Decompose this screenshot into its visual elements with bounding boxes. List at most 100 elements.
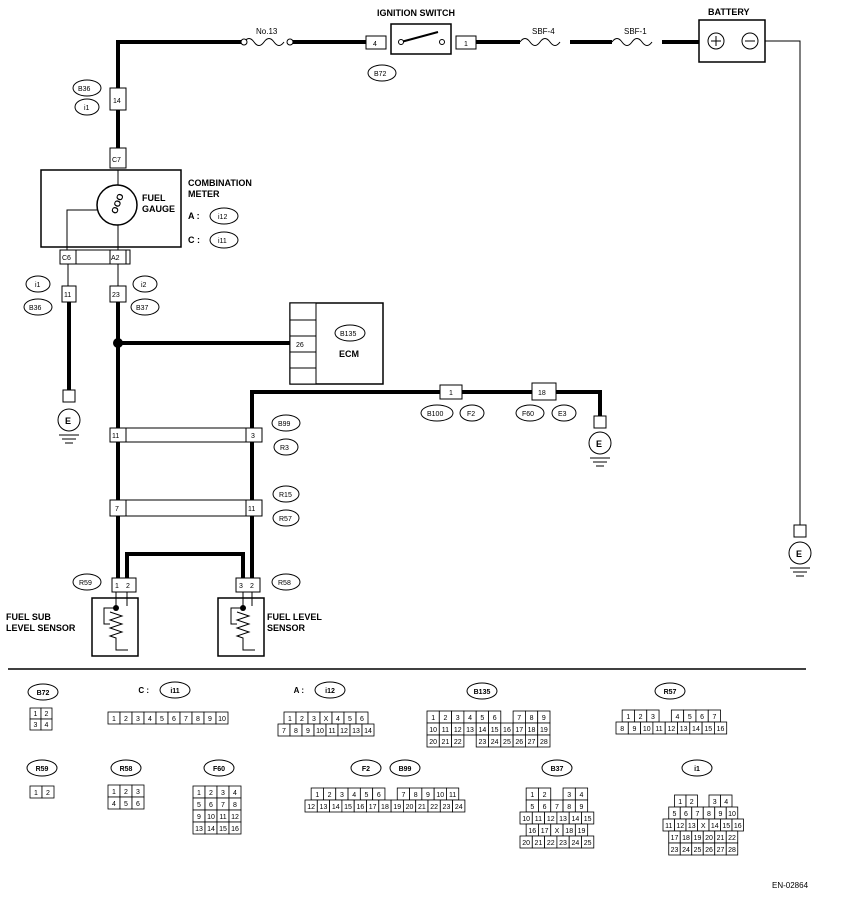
b37-badge: [130, 298, 160, 316]
i12-face-pin: 5: [348, 716, 352, 723]
b36-badge-mid-label: B36: [29, 305, 42, 312]
i12-face-badge: [314, 681, 346, 699]
b37-face-pin: 25: [584, 840, 592, 847]
b135-face-pin: 19: [540, 727, 548, 734]
f60-face-pin: 5: [197, 802, 201, 809]
i1-face-pin: 1: [678, 799, 682, 806]
f2b99-face-pin: 1: [315, 792, 319, 799]
r59-face-pin: 2: [46, 790, 50, 797]
f60-face-pin: 1: [197, 790, 201, 797]
f2b99-face-pin: 6: [377, 792, 381, 799]
e3-ground-terminal: [593, 415, 607, 429]
ignition-switch-label: IGNITION SWITCH: [377, 8, 455, 18]
b135-face-pin: 21: [442, 739, 450, 746]
i1-face-pin: 7: [696, 811, 700, 818]
b99-r3-strip: [109, 427, 263, 443]
i1-face-pin: 17: [671, 835, 679, 842]
battery-ground-wire: [765, 40, 801, 525]
i1-face-pin: 13: [688, 823, 696, 830]
i1-face-pin: 27: [717, 847, 725, 854]
b37-face-pin: 23: [559, 840, 567, 847]
f2b99-face-pin: 20: [406, 804, 414, 811]
sbf4-fuse-symbol: [519, 38, 561, 46]
i1-face-pin: 25: [694, 847, 702, 854]
i11-face-pin: 5: [160, 716, 164, 723]
r58-badge: [271, 573, 301, 591]
f2b99-face-pin: 5: [365, 792, 369, 799]
b36-badge-top: [72, 79, 102, 97]
b37-face-badge: [541, 759, 573, 777]
i12-badge-label: i12: [218, 214, 227, 221]
i1-face-pin: X: [701, 823, 706, 830]
b135-face-pin: 4: [468, 715, 472, 722]
i12-face-pin: 7: [282, 728, 286, 735]
f60-face-cell: [228, 821, 242, 835]
i1-face-badge-label: i1: [694, 766, 700, 773]
i12-face-pin: 8: [294, 728, 298, 735]
b135-face-pin: 2: [443, 715, 447, 722]
r59-face-cell: [41, 785, 55, 799]
f60-face-pin: 15: [219, 826, 227, 833]
meter-feed-group: 14 B36 i1 C7 COMBINATION METER OOO FUEL …: [23, 79, 290, 444]
b37-face-pin: 13: [559, 816, 567, 823]
sub-sensor-connector: [111, 577, 137, 593]
battery-label: BATTERY: [708, 7, 750, 17]
sub-sensor-wiper: [103, 607, 116, 625]
b37-face-pin: 6: [543, 804, 547, 811]
b37-face-pin: 2: [543, 792, 547, 799]
gauge-left-lead: [66, 209, 98, 250]
b72-face-badge-label: B72: [37, 690, 50, 697]
i2-badge: [132, 275, 158, 293]
pin11a-label: 11: [64, 292, 71, 299]
r15-r57-connector: 7 11 R15 R57: [109, 485, 300, 527]
i11-face-badge: [159, 681, 191, 699]
b37-badge-label: B37: [136, 305, 149, 312]
i1-face-pin: 8: [707, 811, 711, 818]
c7-box: [109, 147, 127, 169]
b37-face-pin: 3: [567, 792, 571, 799]
b135-face-badge-label: B135: [474, 689, 491, 696]
ecm-connector-strip: [289, 302, 317, 385]
level-sensor-resistor: [235, 592, 255, 651]
f2b99-face-pin: 11: [449, 792, 456, 799]
b135-face-pin: 18: [528, 727, 536, 734]
i12-face-pin: 1: [288, 716, 292, 723]
ign-pin4-label: 4: [373, 41, 377, 48]
f2b99-face-pin: 7: [401, 792, 405, 799]
combo-meter-label-1: COMBINATION: [188, 178, 252, 188]
i11-face-pin: 6: [172, 716, 176, 723]
r3-badge: [273, 438, 299, 456]
f2b99-second-face-badge-label: B99: [399, 766, 412, 773]
r58-face-badge-label: R58: [120, 766, 133, 773]
i1-face-pin: 19: [694, 835, 702, 842]
f60-face-pin: 10: [207, 814, 215, 821]
b37-face-pin: 22: [547, 840, 555, 847]
i12-badge: [209, 207, 239, 225]
f60-face-pin: 12: [231, 814, 239, 821]
meter-ground-symbol: [57, 408, 81, 432]
f2b99-face-pin: 9: [426, 792, 430, 799]
i12-face-pin: 2: [300, 716, 304, 723]
power-wire-group: No.13 4 IGNITION SWITCH 1 B72 SBF-4 SBF-…: [116, 7, 812, 577]
b135-face-pin: 3: [456, 715, 460, 722]
pin18-label: 18: [538, 390, 546, 397]
i11-face-pin: 10: [218, 716, 226, 723]
e3-ground-label: E: [596, 439, 602, 449]
b135-face-pin: 22: [454, 739, 462, 746]
sbf4-label: SBF-4: [532, 27, 555, 36]
i12-face-pin: 4: [336, 716, 340, 723]
r57-face-pin: 11: [655, 726, 662, 733]
b135-face-pin: 5: [480, 715, 484, 722]
r58-face-pin: 4: [112, 801, 116, 808]
i1-face-pin: 14: [711, 823, 719, 830]
f2b99-face-pin: 3: [340, 792, 344, 799]
fuse-13-label: No.13: [256, 27, 278, 36]
meter-ground-label: E: [65, 416, 71, 426]
pin1b-label: 1: [449, 390, 453, 397]
r59-face-pin: 1: [34, 790, 38, 797]
b37-face-pin: 16: [528, 828, 536, 835]
b37-face-badge-label: B37: [551, 766, 564, 773]
fuel-level-label-1: FUEL LEVEL: [267, 612, 322, 622]
b72-badge-label: B72: [374, 71, 387, 78]
